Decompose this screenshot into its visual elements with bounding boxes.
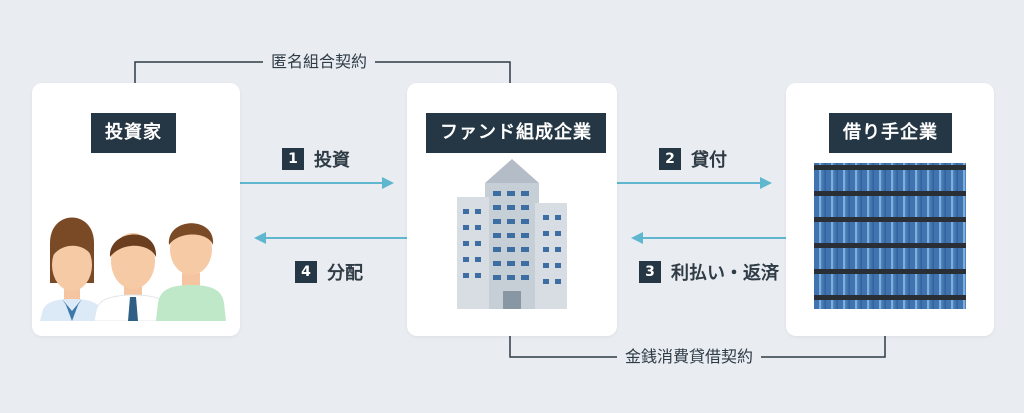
flow-label-loan: 2 貸付 xyxy=(659,146,727,172)
flow-label-distribute: 4 分配 xyxy=(295,259,363,285)
flow-label-invest: 1 投資 xyxy=(282,146,350,172)
people-icon xyxy=(40,217,226,321)
step-number: 4 xyxy=(295,261,317,283)
bottom-contract-label: 金銭消費貸借契約 xyxy=(617,347,762,367)
fund-card: ファンド組成企業 xyxy=(407,83,617,336)
person-man-right xyxy=(156,223,226,321)
person-woman xyxy=(40,217,104,321)
flow-text: 利払い・返済 xyxy=(671,263,779,284)
borrower-card: 借り手企業 xyxy=(786,83,994,336)
borrower-title: 借り手企業 xyxy=(829,113,952,153)
flow-label-repay: 3 利払い・返済 xyxy=(639,259,779,285)
fund-building-windows xyxy=(463,191,561,284)
flow-text: 投資 xyxy=(314,150,350,171)
person-man-center xyxy=(93,233,173,321)
glass-building-icon xyxy=(814,163,966,309)
top-contract-label: 匿名組合契約 xyxy=(263,52,376,72)
fund-title: ファンド組成企業 xyxy=(426,113,606,153)
investor-card: 投資家 xyxy=(32,83,240,336)
office-building-icon xyxy=(457,159,567,309)
investor-title: 投資家 xyxy=(91,113,176,153)
step-number: 1 xyxy=(282,148,304,170)
flow-text: 貸付 xyxy=(691,150,727,171)
step-number: 2 xyxy=(659,148,681,170)
building-floor-bands xyxy=(814,165,966,300)
step-number: 3 xyxy=(639,261,661,283)
flow-text: 分配 xyxy=(327,263,363,284)
